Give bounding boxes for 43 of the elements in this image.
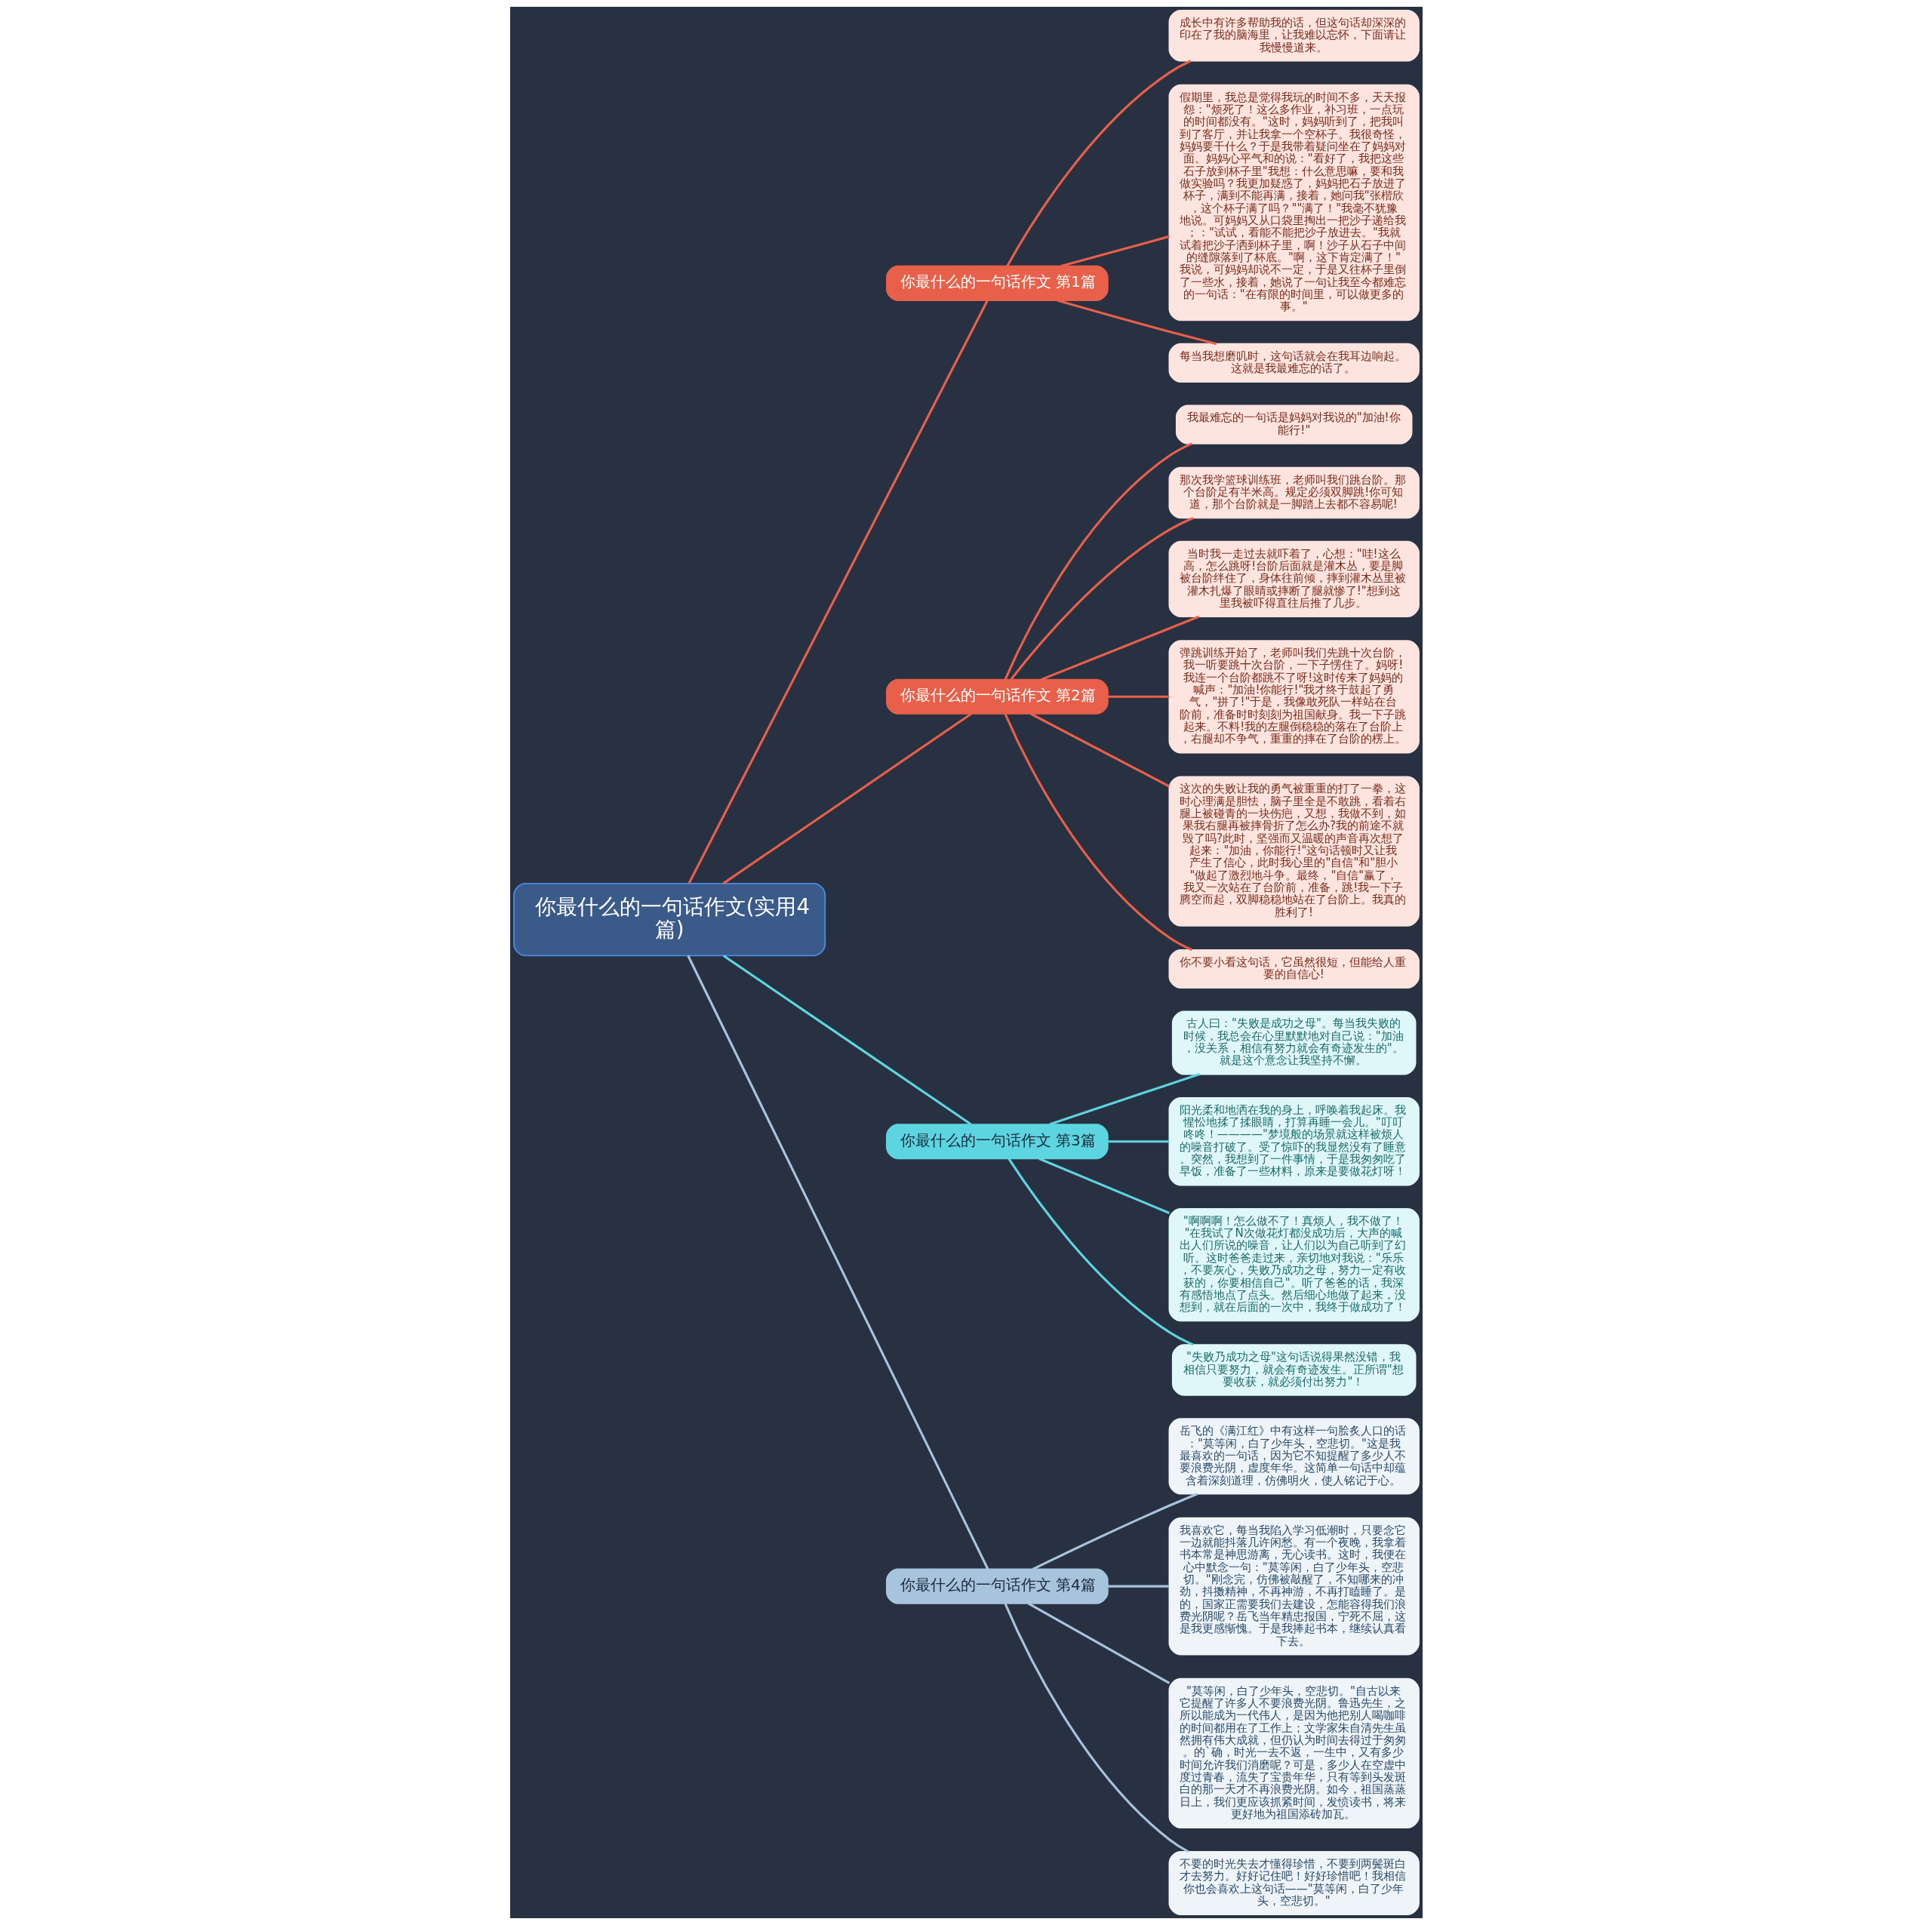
connector [1107,695,1169,698]
node-box: "失败乃成功之母"这句话说得果然没错，我相信只要努力，就会有奇迹发生。正所谓"想要收获，就必须付出努力"！ [1171,1344,1416,1396]
connector [1032,1493,1198,1570]
node-box: 你最什么的一句话作文 第4篇 [885,1568,1109,1604]
connector [686,955,989,1570]
node-box: 岳飞的《满江红》中有这样一句脍炙人口的话："莫等闲，白了少年头，空悲切。"这是我最喜欢的一句话，因为它不知提醒了多少人不要浪费光阴，虚度年华。这简单一句话中却蕴含着深刻道理，仿佛明火，使人铭记于心。 [1168,1418,1420,1495]
node-box: "莫等闲，白了少年头，空悲切。"自古以来它提醒了许多人不要浪费光阴。鲁迅先生，之所以能成为一代伟人，是因为他把别人喝咖啡的时间都用在了工作上；文学家朱自清先生虽然拥有伟大成就，但仍认为时间去得过于匆匆。的`确，时光一去不返，一生中，又有多少时间允许我们消磨呢？可是，多少人在空虚中度过青春，流失了宝贵年华，只有等到头发斑白的那一天才不再浪费光阴。如今，祖国蒸蒸日上，我们更应该抓紧时间，发愤读书，将来更好地为祖国添砖加瓦。 [1168,1677,1420,1828]
connector [1009,517,1193,681]
node-box: 你最什么的一句话作文 第3篇 [885,1124,1109,1160]
node-box: 古人曰："失败是成功之母"。每当我失败的时候，我总会在心里默默地对自己说："加油，没关系，相信有努力就会有奇迹发生的"。就是这个意念让我坚持不懈。 [1171,1010,1416,1075]
node-box: 每当我想磨叽时，这句话就会在我耳边响起。这就是我最难忘的话了。 [1168,343,1420,383]
node-box: 你最什么的一句话作文 第2篇 [885,678,1109,715]
connector [1005,60,1191,267]
connector [1107,1140,1169,1143]
node-box: 阳光柔和地洒在我的身上，呼唤着我起床。我惺忪地揉了揉眼睛，打算再睡一会儿。"叮叮咚咚！————"梦境般的场景就这样被烦人的噪音打破了。受了惊吓的我显然没有了睡意。突然，我想到了一件事情，于是我匆匆吃了早饭，准备了一些材料，原来是要做花灯呀！ [1168,1096,1420,1186]
node-box: 我最难忘的一句话是妈妈对我说的"加油!你能行!" [1175,404,1412,444]
connector [1038,1158,1170,1214]
connector [721,712,972,885]
node-box: 那次我学篮球训练班，老师叫我们跳台阶。那个台阶足有半米高。规定必须双脚跳!你可知道，那个台阶就是一脚踏上去都不容易呢! [1168,466,1420,519]
node-box: 我喜欢它，每当我陷入学习低潮时，只要念它一边就能抖落几许闲愁。有一个夜晚，我拿着书本常是神思游离，无心读书。这时，我便在心中默念一句："莫等闲，白了少年头，空悲切。"刚念完，仿佛被敲醒了，不知哪来的冲劲，抖擞精神，不再神游，不再打瞌睡了。是的，国家正需要我们去建设，怎能容得我们浪费光阴呢？岳飞当年精忠报国，宁死不屈，这是我更感惭愧。于是我捧起书本，继续认真看下去。 [1168,1517,1420,1656]
node-box: 当时我一走过去就吓着了，心想："哇!这么高，怎么跳呀!台阶后面就是灌木丛，要是脚被台阶绊住了，身体往前倾，摔到灌木丛里被灌木扎爆了眼睛或摔断了腿就惨了!"想到这里我被吓得直往后推了几步。 [1168,540,1420,618]
connector [1008,1158,1194,1346]
node-box: 这次的失败让我的勇气被重重的打了一拳，这时心理满是胆怯，脑子里全是不敢跳，看着右腿上被碰青的一块伤疤，又想，我做不到，如果我右腿再被摔骨折了怎么办?我的前途不就毁了吗?此时，坚强而又温暖的声音再次想了起来："加油，你能行!"这句话顿时又让我产生了信心，此时我心里的"自信"和"胆小"做起了激烈地斗争。最终，"自信"赢了，我又一次站在了台阶前，准备，跳!我一下子腾空而起，双脚稳稳地站在了台阶上。我真的胜利了! [1168,776,1420,927]
connector [1004,442,1192,681]
connector [1003,1603,1189,1853]
connector [688,300,989,884]
node-box: 不要的时光失去才懂得珍惜，不要到两鬓斑白才去努力。好好记住吧！好好珍惜吧！我相信你也会喜欢上这句话——"莫等闲，白了少年头，空悲切。" [1168,1851,1420,1915]
connector [1027,1602,1170,1684]
connector [1029,712,1170,788]
node-box: "啊啊啊！怎么做不了！真烦人，我不做了！"在我试了N次做花灯都没成功后，大声的喊出人们所说的噪音，让人们以为自己听到了幻听。这时爸爸走过来，亲切地对我说："乐乐，不要灰心，失败乃成功之母，努力一定有收获的，你要相信自己"。听了爸爸的话，我深有感悟地点了点头。然后细心地做了起来，没想到，就在后面的一次中，我终于做成功了！ [1168,1208,1420,1322]
connector [1004,713,1192,952]
node-box: 你最什么的一句话作文(实用4篇) [512,882,826,957]
node-box: 弹跳训练开始了，老师叫我们先跳十次台阶，我一听要跳十次台阶，一下子愣住了。妈呀!我连一个台阶都跳不了呀!这时传来了妈妈的喊声："加油!你能行!"我才终于鼓起了勇气，"拼了!"于是，我像敢死队一样站在台阶前，准备时时刻刻为祖国献身。我一下子跳起来。不料!我的左腿倒稳稳的落在了台阶上，右腿却不争气，重重的摔在了台阶的楞上。 [1168,640,1420,754]
connector [1060,235,1170,268]
connector [1056,299,1217,346]
connector [1040,615,1199,681]
connector [1048,1073,1200,1126]
node-box: 成长中有许多帮助我的话，但这句话却深深的印在了我的脑海里，让我难以忘怀，下面请让我慢慢道来。 [1168,10,1420,62]
node-box: 假期里，我总是觉得我玩的时间不多，天天报怨："烦死了！这么多作业，补习班，一点玩的时间都没有。"这时，妈妈听到了，把我叫到了客厅，并让我拿一个空杯子。我很奇怪，妈妈要干什么？于是我带着疑问坐在了妈妈对面。妈妈心平气和的说："看好了，我把这些石子放到杯子里"我想：什么意思嘛，要和我做实验吗？我更加疑惑了，妈妈把石子放进了杯子，满到不能再满，接着，她问我"张楷欣，这个杯子满了吗？""满了！"我毫不犹豫地说。可妈妈又从口袋里掏出一把沙子递给我；："试试，看能不能把沙子放进去。"我就试着把沙子洒到杯子里，啊！沙子从石子中间的缝隙落到了杯底。"啊，这下肯定满了！"我说，可妈妈却说不一定，于是又往杯子里倒了一些水，接着，她说了一句让我至今都难忘的一句话："在有限的时间里，可以做更多的事。" [1168,84,1420,321]
connector [722,955,971,1126]
node-box: 你最什么的一句话作文 第1篇 [885,265,1109,301]
connector [1107,1585,1169,1588]
node-box: 你不要小看这句话，它虽然很短，但能给人重要的自信心! [1168,949,1420,989]
